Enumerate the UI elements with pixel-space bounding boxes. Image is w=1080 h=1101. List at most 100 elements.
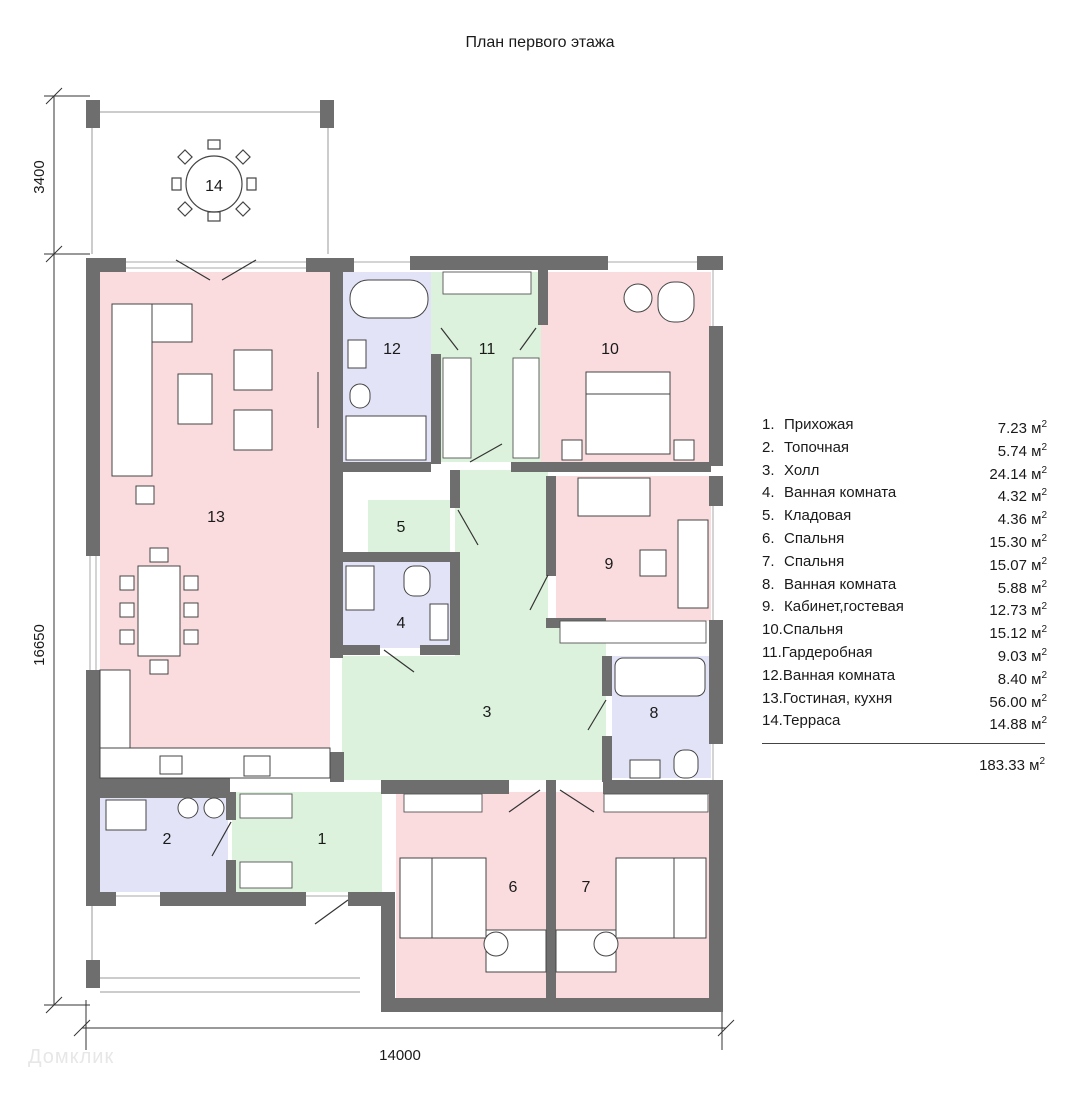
legend-area-superscript: 2: [1041, 578, 1047, 590]
dimension-lines: [44, 87, 735, 1050]
room-label-3: 3: [483, 704, 492, 721]
room-label-5: 5: [397, 519, 406, 536]
legend-area-value: 4.36 м: [997, 511, 1042, 529]
legend-room-name: 2.Топочная: [762, 437, 849, 460]
legend-room-label: Холл: [784, 461, 820, 479]
legend-room-name: 7.Спальня: [762, 551, 844, 574]
legend-room-number: 13.: [762, 689, 783, 707]
legend-room-area: 9.03 м2: [998, 642, 1047, 665]
legend-area-superscript: 2: [1041, 624, 1047, 636]
legend-room-area: 15.07 м2: [989, 551, 1047, 574]
legend-total: 183.33 м2: [762, 756, 1045, 774]
legend-area-superscript: 2: [1041, 646, 1047, 658]
legend-room-area: 4.36 м2: [998, 505, 1047, 528]
kitchen-counter-icon: [99, 669, 131, 751]
legend-area-value: 5.88 м: [997, 579, 1042, 597]
legend-row: 12.Ванная комната 8.40 м2: [762, 665, 1047, 688]
dimension-labels: 3400 16650 14000: [31, 160, 421, 1064]
legend-room-name: 11.Гардеробная: [762, 642, 873, 665]
legend-room-label: Спальня: [782, 621, 844, 639]
room-label-10: 10: [601, 341, 619, 358]
legend-room-area: 7.23 м2: [998, 414, 1047, 437]
legend-row: 2.Топочная 5.74 м2: [762, 437, 1047, 460]
legend-area-value: 4.32 м: [997, 488, 1042, 506]
legend-area-value: 14.88 м: [989, 716, 1042, 734]
legend-room-number: 1.: [762, 416, 775, 433]
legend-room-name: 4.Ванная комната: [762, 482, 896, 505]
room-3-fill: [342, 470, 606, 780]
plan-title: План первого этажа: [465, 34, 615, 51]
legend-area-value: 15.07 м: [989, 556, 1042, 574]
dim-width: 14000: [379, 1047, 421, 1064]
legend-room-area: 12.73 м2: [989, 596, 1047, 619]
bathtub-8-icon: [614, 657, 706, 697]
legend-room-area: 5.88 м2: [998, 574, 1047, 597]
room-5-fill: [368, 500, 450, 552]
legend-room-number: 2.: [762, 438, 775, 456]
legend-row: 14.Терраса 14.88 м2: [762, 710, 1047, 733]
watermark-logo: Домклик: [28, 1046, 115, 1068]
legend-room-number: 8.: [762, 575, 775, 593]
legend-area-superscript: 2: [1041, 464, 1047, 476]
legend-room-area: 15.12 м2: [989, 619, 1047, 642]
legend-area-value: 12.73 м: [989, 602, 1042, 620]
legend-room-name: 10.Спальня: [762, 619, 843, 642]
legend-area-value: 5.74 м: [997, 442, 1042, 460]
room-label-8: 8: [650, 705, 659, 722]
legend-room-area: 5.74 м2: [998, 437, 1047, 460]
room-label-2: 2: [163, 831, 172, 848]
legend-room-area: 56.00 м2: [989, 688, 1047, 711]
dining-table-icon: [137, 565, 181, 657]
legend-room-label: Гостиная, кухня: [782, 689, 893, 707]
legend-row: 7.Спальня 15.07 м2: [762, 551, 1047, 574]
legend-room-area: 8.40 м2: [998, 665, 1047, 688]
legend-room-label: Спальня: [784, 552, 845, 570]
dim-height: 16650: [31, 624, 48, 666]
legend-total-value: 183.33 м: [979, 757, 1040, 775]
legend-room-name: 1. Прихожая: [762, 414, 854, 437]
furniture: [99, 279, 709, 973]
legend-room-number: 3.: [762, 461, 775, 479]
legend-divider: [762, 743, 1045, 745]
room-label-13: 13: [207, 509, 225, 526]
legend-room-name: 8.Ванная комната: [762, 574, 896, 597]
legend-room-label: Ванная комната: [782, 666, 896, 684]
legend-row: 9.Кабинет,гостевая 12.73 м2: [762, 596, 1047, 619]
legend-room-area: 14.88 м2: [989, 710, 1047, 733]
legend-room-name: 9.Кабинет,гостевая: [762, 596, 904, 619]
room-label-9: 9: [605, 556, 614, 573]
room-label-6: 6: [509, 879, 518, 896]
legend-room-area: 24.14 м2: [989, 460, 1047, 483]
legend-room-label: Прихожая: [784, 416, 854, 433]
legend-row: 1. Прихожая 7.23 м2: [762, 414, 1047, 437]
legend-room-name: 5.Кладовая: [762, 505, 851, 528]
bathtub-icon: [349, 279, 429, 319]
legend-room-name: 14.Терраса: [762, 710, 840, 733]
legend-room-number: 9.: [762, 598, 775, 616]
legend-area-superscript: 2: [1041, 419, 1047, 430]
legend-room-name: 13.Гостиная, кухня: [762, 688, 892, 711]
legend-area-value: 9.03 м: [997, 647, 1042, 665]
legend-room-number: 12.: [762, 666, 783, 684]
legend-room-number: 10.: [762, 621, 783, 639]
legend-row: 10.Спальня 15.12 м2: [762, 619, 1047, 642]
legend-area-value: 24.14 м: [989, 465, 1042, 483]
walls: [86, 256, 723, 1012]
door-swings: [175, 259, 607, 925]
dim-top-offset: 3400: [31, 160, 48, 193]
legend-room-number: 11.: [762, 643, 782, 661]
legend-room-number: 4.: [762, 484, 775, 502]
legend-area-superscript: 2: [1041, 555, 1047, 567]
wardrobes: [239, 271, 709, 889]
legend-room-name: 12.Ванная комната: [762, 665, 895, 688]
room-label-4: 4: [397, 615, 406, 632]
legend-room-number: 5.: [762, 507, 775, 525]
legend-room-area: 15.30 м2: [989, 528, 1047, 551]
room-label-11: 11: [479, 341, 496, 358]
legend-row: 3. Холл 24.14 м2: [762, 460, 1047, 483]
legend-area-superscript: 2: [1041, 601, 1047, 613]
room-label-14: 14: [205, 178, 223, 195]
